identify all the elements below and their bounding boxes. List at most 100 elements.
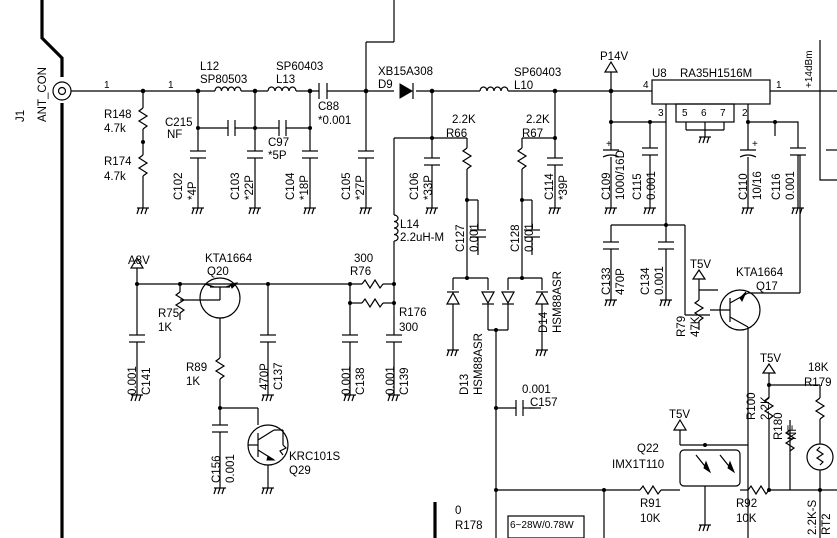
c128-value: 0.001 — [524, 223, 536, 252]
l14-inductor: L14 2.2uH-M — [392, 214, 444, 325]
c116-label: C116 — [771, 173, 783, 200]
l13-inductor: SP60403 L13 — [267, 61, 323, 92]
c103-label: C103 — [230, 173, 242, 201]
q22-label: Q22 — [637, 443, 659, 455]
c97-label: C97 — [268, 137, 289, 149]
c215-c97: C215 NF C97 *5P — [165, 91, 312, 162]
u8-pin2: 2 — [742, 108, 748, 119]
r100-label: R100 — [746, 393, 758, 421]
r179-value: 18K — [808, 362, 829, 374]
r91-label: R91 — [640, 498, 661, 510]
u8-module: U8 RA35H1516M 4 1 3 5 6 7 2 +14dBm — [643, 50, 815, 144]
q17-transistor: KTA1664 Q17 T5V R79 47K — [676, 155, 801, 538]
l13-label: L13 — [276, 74, 295, 86]
imx-label: IMX1T110 — [612, 459, 664, 471]
r76-value: 300 — [354, 253, 373, 265]
l10-inductor: SP60403 L10 — [479, 67, 561, 92]
r67-branch: 2.2K R67 C114 *39P C128 0.001 — [510, 91, 570, 278]
l14-value: 2.2uH-M — [400, 232, 444, 244]
kta1664-b-label: KTA1664 — [736, 267, 784, 279]
c88-value: *0.001 — [318, 115, 351, 127]
r67-value: 2.2K — [526, 114, 550, 126]
c157-value: 0.001 — [522, 384, 551, 396]
u8-label: U8 — [652, 68, 667, 80]
c105-value: *27P — [355, 175, 367, 200]
u8-pin3: 3 — [658, 108, 664, 119]
r67-label: R67 — [522, 128, 543, 140]
r76-r176: 300 R76 R176 300 C138 0.001 C139 0.001 — [268, 253, 427, 402]
r92-value: 10K — [736, 513, 757, 525]
l12-part: SP80503 — [200, 74, 247, 86]
svg-text:+: + — [752, 139, 758, 150]
c110-label: C110 — [738, 173, 750, 200]
r75-value: 1K — [158, 322, 172, 334]
c88-capacitor: C88 *0.001 — [318, 83, 351, 127]
svg-text:+: + — [606, 139, 612, 150]
c134-value: 0.001 — [654, 266, 666, 295]
r174-value: 4.7k — [104, 171, 126, 183]
c115-label: C115 — [632, 173, 644, 200]
c138-label: C138 — [355, 368, 367, 396]
u8-pin7: 7 — [720, 108, 726, 119]
xb15-label: XB15A308 — [378, 66, 433, 78]
c139-label: C139 — [399, 368, 411, 396]
r79-label: R79 — [676, 316, 688, 337]
t5v-a-label: T5V — [690, 259, 711, 271]
c103-value: *22P — [244, 175, 256, 200]
j1-label: J1 — [15, 110, 27, 122]
shunt-caps: C102 *4P C103 *22P C104 *18P C105 *27P — [173, 91, 374, 215]
r92-label: R92 — [736, 498, 757, 510]
r176-value: 300 — [399, 322, 418, 334]
r100-value: 2.2K — [760, 396, 772, 420]
t5v-b-label: T5V — [669, 409, 690, 421]
c106-value: *33P — [423, 175, 435, 200]
r79-value: 47K — [690, 316, 702, 337]
rt2-label: RT2 — [821, 513, 833, 535]
d13-part: HSM88ASR — [473, 333, 485, 395]
c110-c116: + C110 10/16 C116 0.001 — [738, 120, 806, 215]
power-note: 6~28W/0.78W — [510, 520, 574, 531]
r91-value: 10K — [640, 513, 661, 525]
d14-label: D14 — [538, 311, 550, 333]
r76-label: R76 — [350, 266, 371, 278]
c156-label: C156 — [211, 456, 223, 484]
u8-pin4: 4 — [643, 80, 649, 91]
t5v-c-label: T5V — [760, 353, 781, 365]
q20-label: Q20 — [207, 266, 229, 278]
main-rf-line: 1 1 — [71, 80, 837, 94]
r174-label: R174 — [104, 156, 132, 168]
c156-value: 0.001 — [225, 454, 237, 483]
diode-array: D13 HSM88ASR D14 HSM88ASR — [445, 271, 564, 538]
c116-value: 0.001 — [785, 171, 797, 200]
c133-c134: C133 470P C134 0.001 — [601, 122, 710, 316]
r148-r174-branch: R148 4.7k R174 4.7k — [104, 91, 149, 215]
r89-value: 1K — [186, 376, 200, 388]
q17-label: Q17 — [756, 281, 778, 293]
bottom-area: 0 R178 6~28W/0.78W — [455, 490, 605, 538]
c139-value: 0.001 — [385, 366, 397, 395]
d9-diode: XB15A308 D9 — [378, 66, 433, 99]
c215-label: C215 — [165, 117, 193, 129]
r66-value: 2.2K — [452, 114, 476, 126]
c114-value: *39P — [558, 175, 570, 200]
r66-label: R66 — [446, 128, 467, 140]
l12-inductor: L12 SP80503 — [200, 61, 247, 92]
c104-value: *18P — [299, 175, 311, 200]
r180-label: R180 — [773, 413, 785, 441]
c114-label: C114 — [544, 173, 556, 200]
u8-part: RA35H1516M — [680, 68, 752, 80]
c102-value: *4P — [187, 181, 199, 200]
u8-pin6: 6 — [701, 108, 707, 119]
d13-label: D13 — [459, 374, 471, 395]
c141-value: 0.001 — [127, 366, 139, 395]
pin1-label-a: 1 — [104, 80, 110, 91]
frame-lines — [40, 0, 437, 538]
frame-thin — [365, 0, 837, 181]
rt2-value: 2.2K-S — [807, 500, 819, 535]
r89-label: R89 — [186, 362, 207, 374]
c157-capacitor: 0.001 C157 — [494, 384, 558, 416]
pin1-label-b: 1 — [168, 80, 174, 91]
c105-label: C105 — [341, 173, 353, 201]
a8v-label: A8V — [128, 255, 150, 267]
